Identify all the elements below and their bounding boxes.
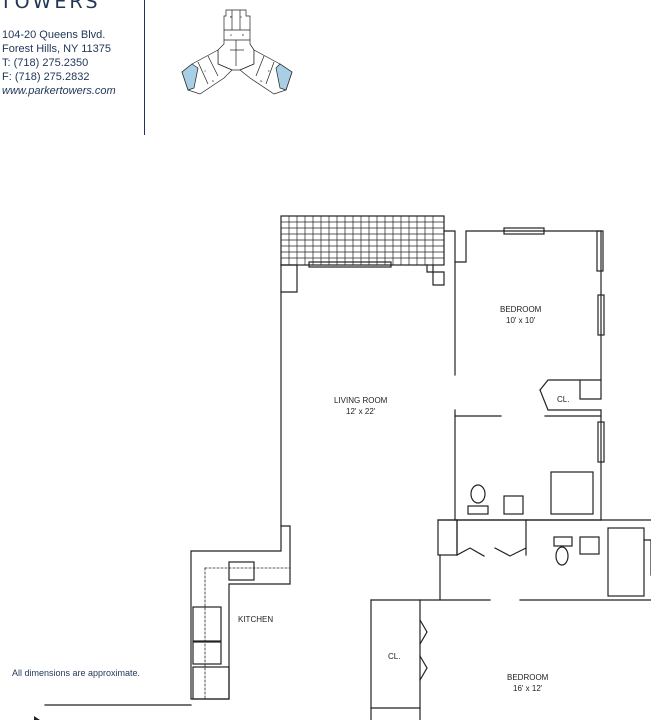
highlighted-unit-left xyxy=(181,63,199,91)
svg-text:C: C xyxy=(240,15,243,19)
address-line-2: Forest Hills, NY 11375 xyxy=(2,43,112,55)
room-label-kitchen: KITCHEN xyxy=(238,614,273,625)
room-label-closet-2: CL. xyxy=(388,651,400,662)
svg-text:B: B xyxy=(230,15,232,19)
room-size: 16' x 12' xyxy=(513,684,543,693)
highlighted-unit-right xyxy=(275,63,293,91)
room-name: CL. xyxy=(388,652,401,661)
room-name: CL. xyxy=(557,395,570,404)
room-label-living-room: LIVING ROOM 12' x 22' xyxy=(334,395,387,417)
balcony-grid xyxy=(280,215,445,266)
room-name: KITCHEN xyxy=(238,615,274,624)
room-size: 10' x 10' xyxy=(506,316,536,325)
svg-text:F: F xyxy=(268,69,270,73)
svg-text:D: D xyxy=(242,33,245,37)
fax-number: F: (718) 275.2832 xyxy=(2,71,90,83)
room-name: LIVING ROOM xyxy=(334,396,388,405)
room-label-bedroom-2: BEDROOM 16' x 12' xyxy=(507,672,548,694)
building-name: TOWERS xyxy=(0,0,101,13)
svg-text:J: J xyxy=(204,69,206,73)
svg-text:K: K xyxy=(212,79,214,83)
room-label-closet-1: CL. xyxy=(557,394,569,405)
disclaimer-text: All dimensions are approximate. xyxy=(12,668,141,678)
address-line-1: 104-20 Queens Blvd. xyxy=(2,29,106,41)
website-link[interactable]: www.parkertowers.com xyxy=(2,85,116,97)
room-size: 12' x 22' xyxy=(346,407,376,416)
room-name: BEDROOM xyxy=(500,305,542,314)
phone-number: T: (718) 275.2350 xyxy=(2,57,89,69)
room-name: BEDROOM xyxy=(507,673,549,682)
room-label-bedroom-1: BEDROOM 10' x 10' xyxy=(500,304,541,326)
svg-text:A: A xyxy=(230,33,232,37)
key-plan: B C A D J F K G xyxy=(181,9,293,95)
header-divider xyxy=(144,0,145,135)
svg-text:G: G xyxy=(260,79,263,83)
contact-block: 104-20 Queens Blvd. Forest Hills, NY 113… xyxy=(2,28,116,98)
